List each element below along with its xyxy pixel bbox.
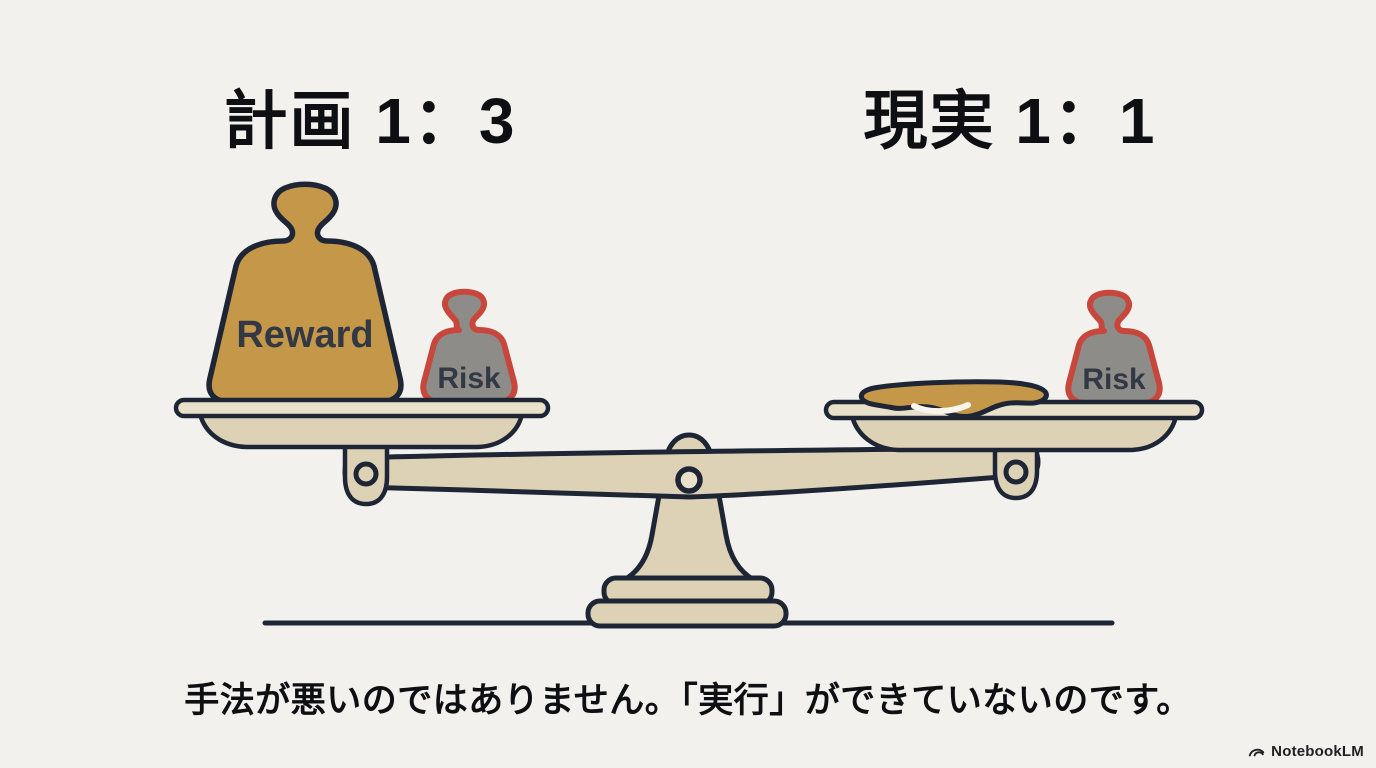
right-hanger-bolt — [1003, 459, 1029, 485]
risk-weight-left-label: Risk — [437, 362, 501, 395]
risk-weight-right-label: Risk — [1082, 363, 1146, 396]
left-hanger-bolt — [353, 461, 379, 487]
right-pan-dish — [849, 413, 1179, 453]
watermark-label: NotebookLM — [1271, 743, 1364, 760]
left-pan-dish — [197, 411, 525, 450]
notebooklm-logo-icon — [1248, 748, 1265, 757]
left-pan-rim — [173, 397, 551, 419]
reward-weight-label: Reward — [236, 314, 373, 356]
caption: 手法が悪いのではありません。「実行」ができていないのです。 — [184, 681, 1192, 720]
blob-shine-highlight — [911, 402, 971, 415]
pivot-circle — [675, 466, 703, 494]
reward-weight — [206, 181, 404, 405]
watermark: NotebookLM — [1247, 742, 1364, 761]
pedestal-base-tier-2 — [585, 598, 789, 629]
title-reality-ratio: 現実 1：1 — [863, 85, 1157, 157]
title-plan-ratio: 計画 1：3 — [223, 85, 517, 157]
